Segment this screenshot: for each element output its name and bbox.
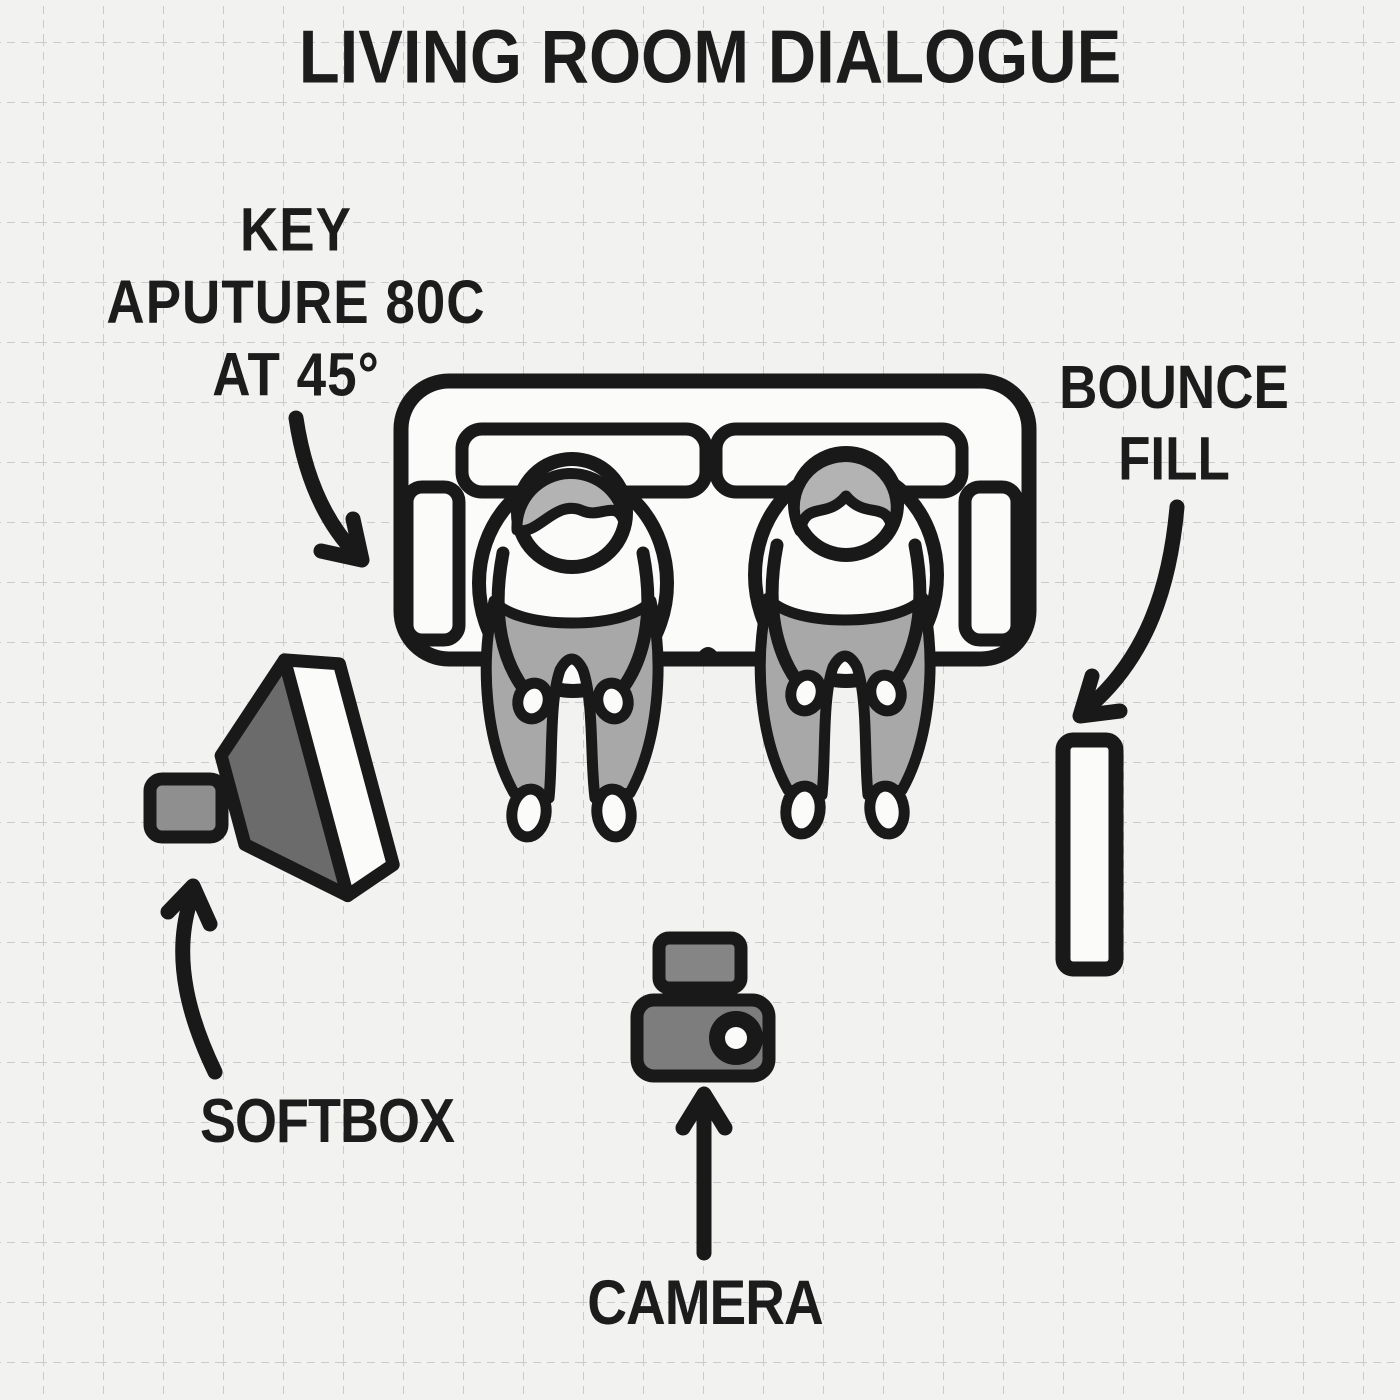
annotation-arrows xyxy=(160,410,1185,1261)
person-left-icon xyxy=(472,452,674,843)
softbox-label: SOFTBOX xyxy=(199,1086,455,1156)
bounce-fill-arrow xyxy=(1082,499,1185,714)
person-right-shoe-icon xyxy=(780,780,826,840)
person-right-shoe-icon xyxy=(864,780,910,840)
key-light-label-line-1: KEY xyxy=(240,196,352,265)
softbox-diffuser xyxy=(277,653,400,903)
person-left-arm-right xyxy=(612,546,655,700)
bounce-fill-label-line-1: BOUNCE xyxy=(1059,354,1289,422)
diagram-title: LIVING ROOM DIALOGUE xyxy=(298,15,1122,100)
key-light-label: KEY APUTURE 80C AT 45° xyxy=(106,194,485,411)
couch-armrest-right xyxy=(958,480,1024,647)
person-left-shoe-icon xyxy=(506,783,552,843)
person-right-arm-right xyxy=(885,538,927,692)
camera-arrowhead-icon xyxy=(675,1086,733,1136)
key-light-arrow xyxy=(288,410,364,562)
key-light-label-line-3: AT 45° xyxy=(212,341,380,410)
softbox-light-icon xyxy=(143,653,400,903)
person-right-arm-left xyxy=(765,538,807,692)
key-light-arrowhead-icon xyxy=(313,511,370,568)
camera-lens-center xyxy=(725,1027,747,1049)
person-right-hair xyxy=(788,451,902,537)
bounce-fill-arrowhead-icon xyxy=(1072,668,1128,724)
person-right-hand xyxy=(785,669,827,717)
couch-armrest-left xyxy=(400,480,466,647)
person-left-hand xyxy=(592,677,634,725)
key-light-label-line-2: APUTURE 80C xyxy=(106,268,486,337)
person-right-hand xyxy=(865,669,907,717)
person-left-arm-left xyxy=(491,546,534,700)
softbox-arrowhead-icon xyxy=(160,878,218,932)
person-left-hair xyxy=(511,468,631,537)
camera-monitor xyxy=(652,931,748,995)
camera-label: CAMERA xyxy=(587,1266,823,1338)
softbox-mount xyxy=(143,772,229,844)
person-left-hand xyxy=(512,677,554,725)
bounce-board-icon xyxy=(1055,732,1124,977)
person-left-shoe-icon xyxy=(591,783,637,843)
softbox-arrow xyxy=(175,894,223,1080)
person-right-icon xyxy=(748,446,944,840)
bounce-fill-label: BOUNCE FILL xyxy=(1059,353,1289,496)
camera-icon xyxy=(630,931,776,1083)
bounce-fill-label-line-2: FILL xyxy=(1118,425,1230,494)
couch-seam-notch xyxy=(695,647,721,661)
